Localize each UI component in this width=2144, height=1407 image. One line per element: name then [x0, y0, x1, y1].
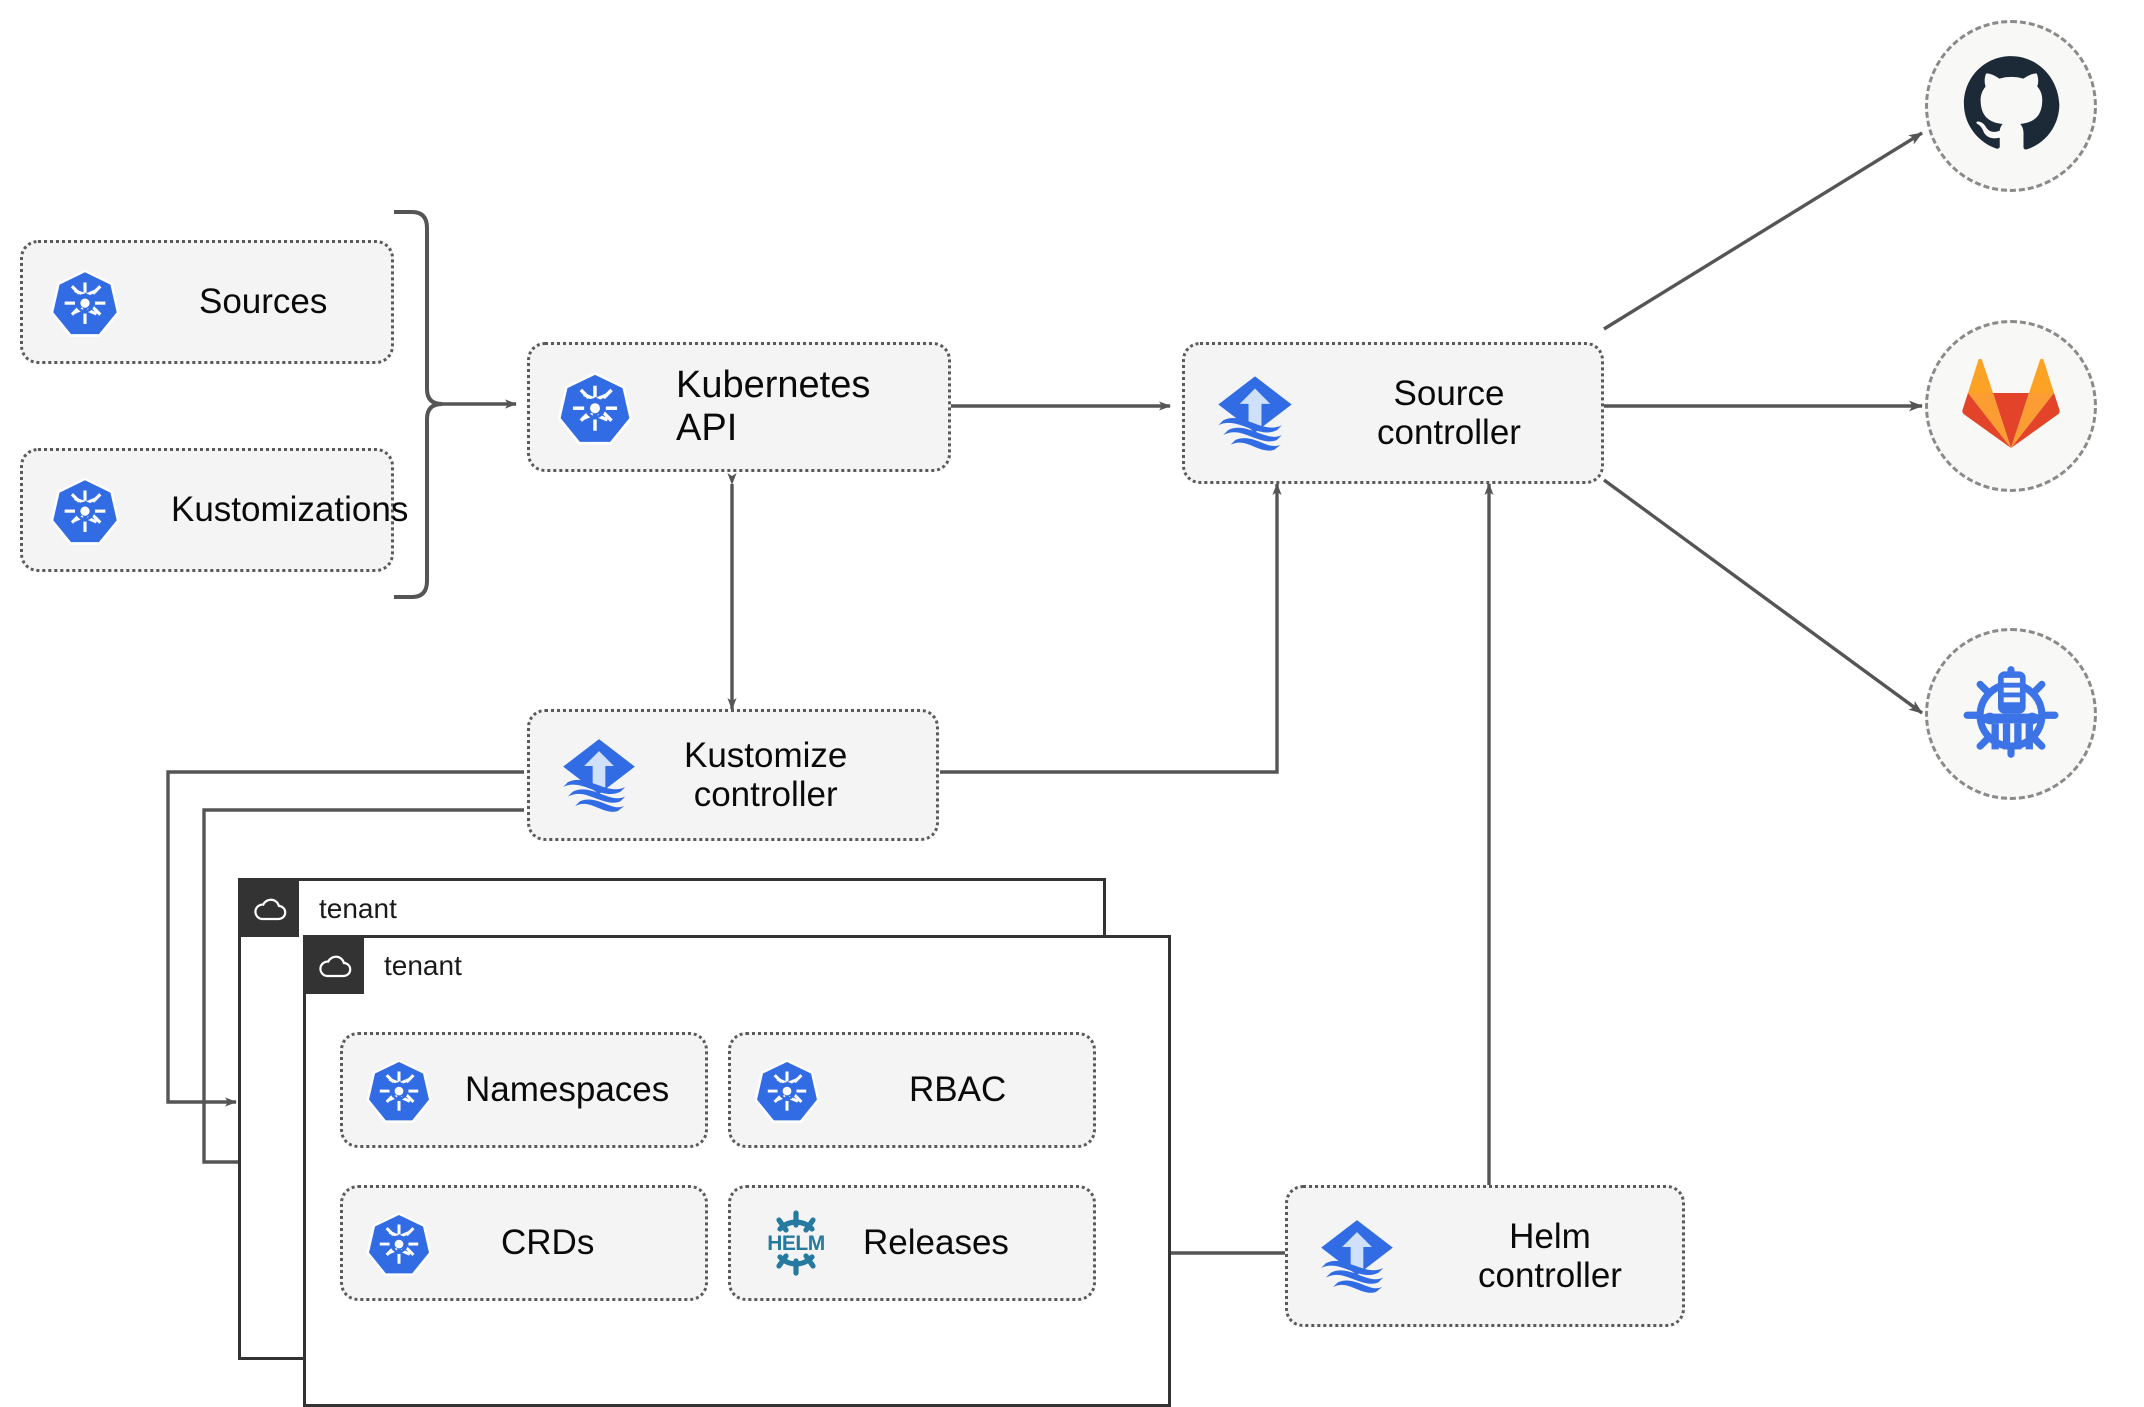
tenant-titlebar: tenant: [306, 938, 462, 994]
node-releases[interactable]: HELM Releases: [728, 1185, 1096, 1301]
wire-source-to-helm-repo: [1602, 478, 1924, 715]
node-label: CRDs: [501, 1223, 595, 1263]
node-label: Source controller: [1377, 373, 1521, 452]
provider-helm-repository[interactable]: [1925, 628, 2097, 800]
tenant-titlebar: tenant: [241, 881, 397, 937]
gitlab-icon: [1961, 356, 2061, 457]
kubernetes-icon: [365, 1056, 433, 1124]
node-kustomizations[interactable]: Kustomizations: [20, 448, 408, 572]
node-source-controller[interactable]: Source controller: [1182, 342, 1604, 484]
node-rbac[interactable]: RBAC: [728, 1032, 1096, 1148]
node-label: Kustomizations: [171, 490, 409, 530]
node-label: Namespaces: [465, 1070, 670, 1110]
node-label: Kubernetes API: [676, 364, 871, 449]
kubernetes-icon: [49, 266, 121, 338]
tenant-label: tenant: [319, 893, 397, 924]
node-label: Helm controller: [1478, 1216, 1622, 1295]
tenant-window-2[interactable]: tenant: [303, 935, 1171, 1407]
flux-icon: [556, 732, 642, 818]
provider-github[interactable]: [1925, 20, 2097, 192]
wire-kustomize-to-source-controller: [940, 483, 1282, 774]
cloud-icon: [241, 881, 299, 937]
node-sources[interactable]: Sources: [20, 240, 394, 364]
kubernetes-icon: [753, 1056, 821, 1124]
svg-text:HELM: HELM: [767, 1232, 825, 1255]
helm-icon: HELM: [753, 1207, 839, 1279]
node-label: Sources: [199, 282, 328, 322]
flux-icon: [1314, 1213, 1400, 1299]
node-helm-controller[interactable]: Helm controller: [1285, 1185, 1685, 1327]
cloud-icon: [306, 938, 364, 994]
wire-source-to-github: [1603, 131, 1923, 331]
flux-icon: [1211, 369, 1299, 457]
helm-repository-icon: [1959, 660, 2063, 769]
node-label: Releases: [863, 1223, 1009, 1263]
wire-inputs-bracket: [394, 210, 443, 599]
github-icon: [1961, 54, 2061, 159]
kubernetes-icon: [365, 1209, 433, 1277]
kubernetes-icon: [49, 474, 121, 546]
node-namespaces[interactable]: Namespaces: [340, 1032, 708, 1148]
tenant-label: tenant: [384, 950, 462, 981]
provider-gitlab[interactable]: [1925, 320, 2097, 492]
node-crds[interactable]: CRDs: [340, 1185, 708, 1301]
node-label: RBAC: [909, 1070, 1007, 1110]
kubernetes-icon: [556, 368, 634, 446]
node-kustomize-controller[interactable]: Kustomize controller: [527, 709, 939, 841]
node-kubernetes-api[interactable]: Kubernetes API: [527, 342, 951, 472]
node-label: Kustomize controller: [684, 735, 848, 814]
